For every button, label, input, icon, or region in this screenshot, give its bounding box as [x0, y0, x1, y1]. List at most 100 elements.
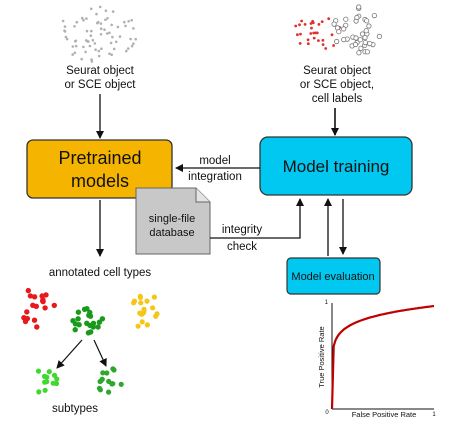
cell-dot: [135, 323, 141, 329]
cell-dot: [104, 370, 110, 376]
labeled-cell-dot: [356, 50, 362, 56]
cell-dot: [51, 302, 57, 309]
cell-dot: [42, 305, 48, 311]
cell-dot: [89, 7, 93, 11]
cell-dot: [108, 31, 111, 35]
model-training-label: Model training: [283, 157, 390, 176]
model-training-box: [259, 136, 413, 196]
cell-dot: [96, 20, 100, 24]
cell-dot: [75, 309, 82, 315]
labeled-cell-dot: [299, 32, 302, 36]
cell-dot: [97, 49, 101, 53]
cell-dot: [125, 49, 128, 53]
cell-dot: [31, 294, 38, 300]
labeled-cell-dot: [366, 23, 372, 29]
labeled-cell-dot: [367, 40, 373, 47]
cell-dot: [118, 381, 124, 387]
cell-dot: [85, 29, 89, 33]
cell-dot: [44, 374, 50, 380]
cell-dot: [85, 17, 88, 20]
cell-dot: [139, 319, 145, 325]
labeled-cell-dot: [320, 20, 324, 23]
cell-dot: [71, 45, 75, 48]
cell-dot: [141, 306, 147, 312]
arrow-integrity-check: [210, 198, 304, 239]
cell-dot: [74, 44, 78, 48]
arrow-to-subtype-1: [56, 339, 83, 369]
single-file-database-icon: [135, 187, 211, 255]
model-evaluation-box: [286, 257, 381, 295]
cell-dot: [99, 27, 103, 31]
cell-dot: [144, 298, 150, 304]
cell-dot: [30, 302, 36, 308]
pretrained-models-label-1: Pretrained: [58, 148, 141, 168]
pretrained-models-box: [26, 139, 173, 199]
labeled-cell-dot: [310, 26, 313, 30]
cell-dot: [63, 25, 67, 28]
labeled-cell-dot: [354, 14, 360, 21]
labeled-cell-dot: [376, 33, 382, 40]
pretrained-models-label-2: models: [71, 171, 129, 191]
model-integration-label-1: model: [199, 155, 230, 167]
cell-dot: [100, 47, 103, 50]
cell-dot: [123, 20, 126, 24]
input-cells-right-dots: [294, 4, 382, 56]
cell-dot: [130, 44, 134, 48]
labeled-cell-dot: [324, 47, 328, 50]
cell-dot: [144, 322, 150, 328]
cell-dot: [118, 35, 122, 38]
labeled-cell-dot: [356, 4, 362, 10]
cell-dot: [95, 324, 101, 330]
cell-dot: [110, 23, 113, 27]
cell-dot: [153, 313, 159, 319]
cell-dot: [84, 39, 88, 42]
labeled-cell-dot: [300, 19, 303, 23]
labeled-cell-dot: [353, 35, 359, 41]
cell-dot: [108, 52, 111, 55]
cell-dot: [50, 380, 56, 386]
labeled-cell-dot: [306, 42, 310, 46]
cell-dot: [99, 316, 106, 322]
labeled-cell-dot: [312, 36, 316, 40]
cell-dot: [27, 293, 34, 299]
cell-dot: [99, 22, 103, 25]
cell-dot: [72, 321, 79, 327]
cell-dot: [98, 378, 104, 384]
cell-dot: [31, 317, 38, 323]
cell-dot: [82, 18, 85, 22]
subtype-cluster-2-dots: [96, 366, 124, 395]
roc-x-tick-min: 0: [325, 410, 329, 416]
cell-dot: [73, 40, 77, 43]
roc-curve: [330, 304, 435, 410]
labeled-cell-dot: [330, 33, 334, 37]
labeled-cell-dot: [306, 38, 310, 42]
integrity-check-label-2: check: [227, 241, 257, 253]
cell-dot: [44, 379, 50, 385]
cell-dot: [24, 315, 31, 322]
labeled-cell-dot: [334, 38, 340, 45]
cell-dot: [84, 306, 90, 312]
cell-dot: [124, 24, 127, 28]
labeled-cell-dot: [362, 34, 368, 41]
cell-dot: [150, 305, 156, 311]
cell-dot: [89, 34, 93, 37]
cell-dot: [132, 42, 135, 45]
left-input-label-2: or SCE object: [65, 79, 137, 91]
cell-dot: [104, 18, 107, 22]
cell-dot: [114, 40, 118, 44]
cell-dot: [75, 20, 79, 24]
labeled-cell-dot: [312, 31, 316, 35]
cell-dot: [91, 38, 95, 42]
cell-dot: [106, 17, 109, 20]
cell-dot: [65, 37, 69, 41]
cell-dot: [98, 5, 102, 9]
cell-dot: [94, 48, 97, 51]
cell-dot: [106, 389, 112, 395]
cell-dot: [134, 37, 137, 41]
database-label-2: database: [149, 227, 194, 239]
cell-dot: [84, 50, 87, 54]
cell-dot: [46, 369, 52, 375]
cell-dot: [90, 60, 94, 63]
cell-dot: [138, 300, 144, 306]
